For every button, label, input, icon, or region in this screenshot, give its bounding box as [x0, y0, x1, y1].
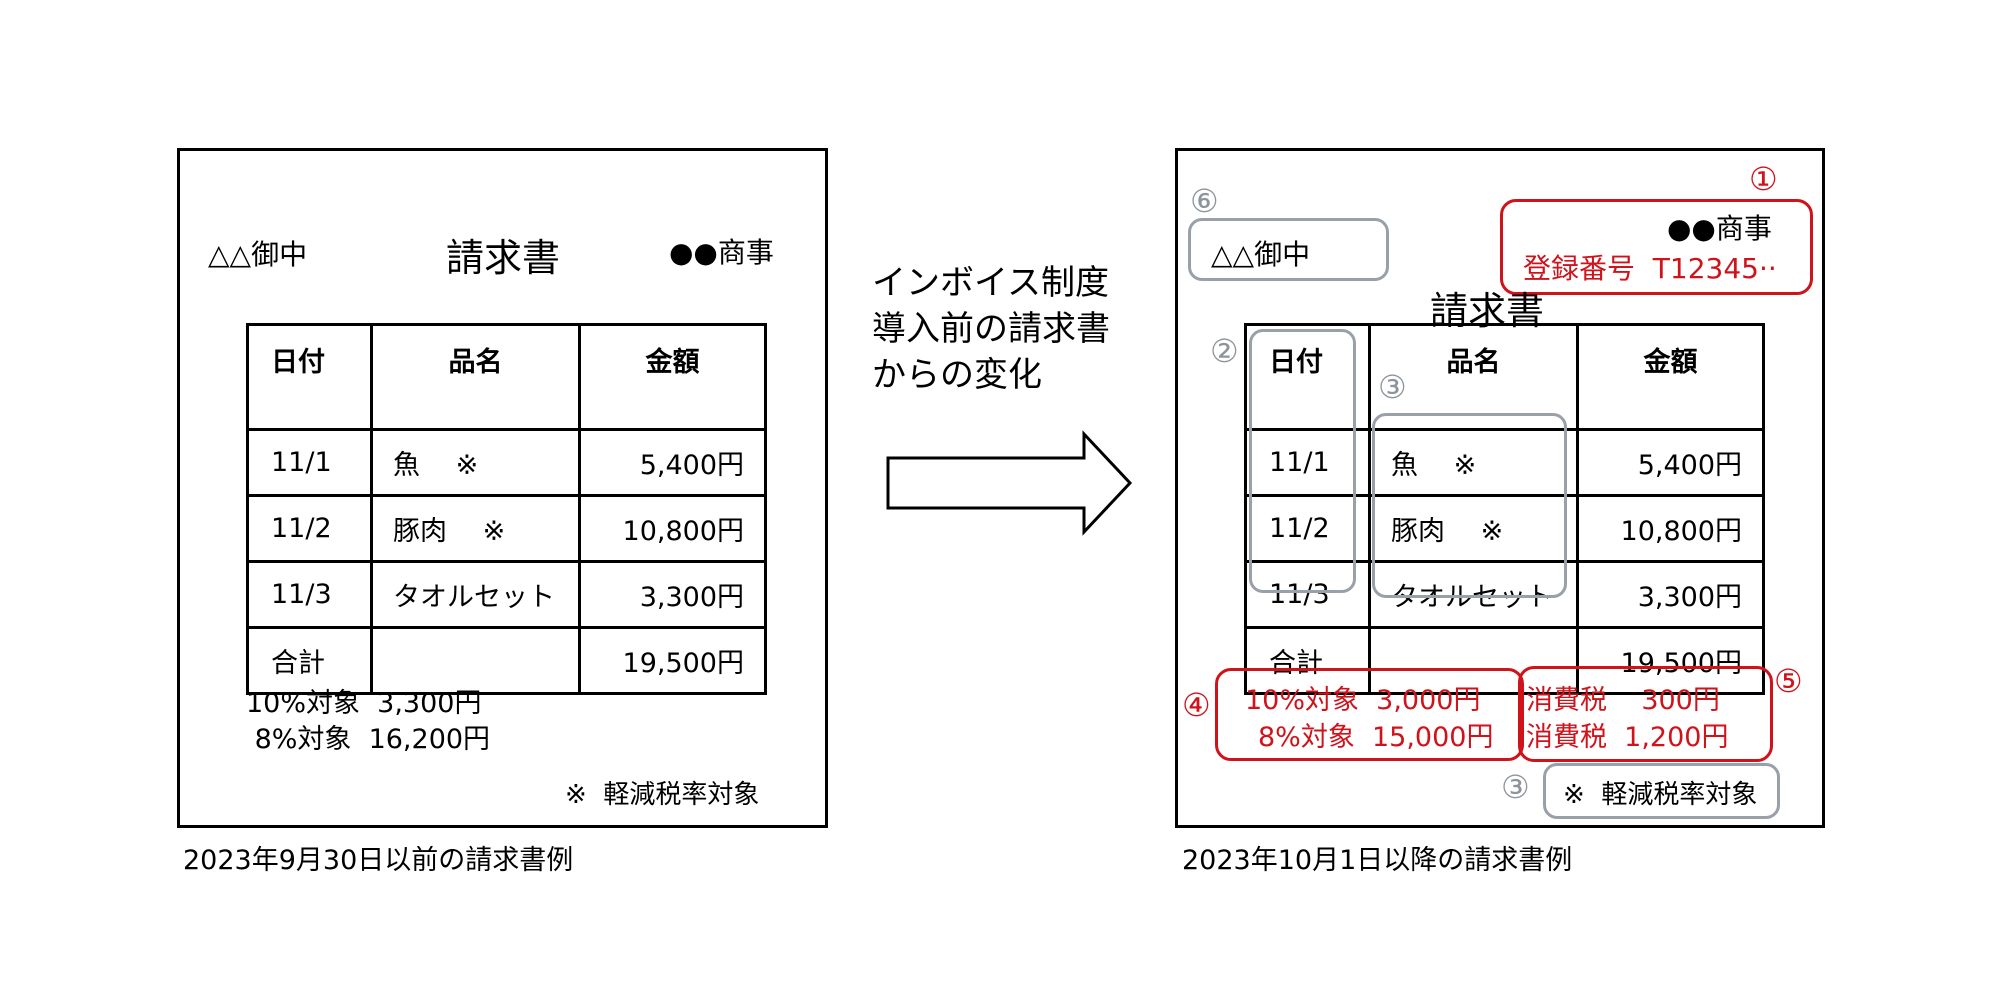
header-date: 日付	[1244, 323, 1371, 431]
invoice-after: ⑥ △△御中 ① ●●商事 登録番号 T12345·· 請求書 日付 品名 金額…	[1175, 148, 1825, 828]
cell-amount: 10,800円	[1576, 494, 1765, 563]
item-column-highlight	[1372, 413, 1567, 598]
cell-total-amount: 19,500円	[1576, 626, 1765, 695]
before-issuer: ●●商事	[669, 236, 774, 269]
after-recipient: △△御中	[1211, 238, 1311, 271]
cell-item	[1368, 626, 1579, 695]
table-row: 11/2 豚肉 ※ 10,800円	[246, 494, 767, 563]
marker-4: ④	[1182, 686, 1211, 724]
marker-5: ⑤	[1774, 662, 1803, 700]
marker-6: ⑥	[1190, 182, 1219, 220]
arrow-label-line: からの変化	[872, 355, 1042, 395]
cell-amount: 3,300円	[1576, 560, 1765, 629]
before-table: 日付 品名 金額 11/1 魚 ※ 5,400円 11/2 豚肉 ※ 10,80…	[246, 323, 767, 695]
table-row: 11/1 魚 ※ 5,400円	[246, 428, 767, 497]
footnote-highlight	[1543, 763, 1780, 819]
header-amount: 金額	[1576, 323, 1765, 431]
cell-date: 11/3	[1244, 560, 1371, 629]
table-row: 11/1 魚 ※ 5,400円	[1244, 428, 1765, 497]
right-arrow-icon	[886, 430, 1133, 536]
cell-item: 豚肉 ※	[1368, 494, 1579, 563]
header-date: 日付	[246, 323, 373, 431]
after-tax-amount-10: 消費税 300円	[1526, 685, 1720, 716]
cell-total-label: 合計	[1244, 626, 1371, 695]
before-tax-10: 10%対象 3,300円	[246, 688, 482, 719]
table-header-row: 日付 品名 金額	[246, 323, 767, 431]
tax-target-highlight	[1215, 668, 1524, 761]
after-tax-target-8: 8%対象 15,000円	[1258, 722, 1494, 753]
arrow-label: インボイス制度 導入前の請求書 からの変化	[872, 260, 1110, 398]
after-tax-target-10: 10%対象 3,000円	[1245, 685, 1481, 716]
header-item: 品名	[370, 323, 581, 431]
tax-amount-highlight	[1518, 666, 1773, 762]
marker-3-footnote: ③	[1501, 768, 1530, 806]
marker-1: ①	[1749, 160, 1778, 198]
cell-item: 魚 ※	[1368, 428, 1579, 497]
cell-item: 魚 ※	[370, 428, 581, 497]
cell-date: 11/2	[246, 494, 373, 563]
after-caption: 2023年10月1日以降の請求書例	[1182, 845, 1573, 876]
after-tax-amount-8: 消費税 1,200円	[1526, 722, 1729, 753]
table-row: 合計 19,500円	[1244, 626, 1765, 695]
cell-date: 11/3	[246, 560, 373, 629]
cell-amount: 5,400円	[578, 428, 767, 497]
cell-item: 豚肉 ※	[370, 494, 581, 563]
marker-2: ②	[1210, 332, 1239, 370]
table-header-row: 日付 品名 金額	[1244, 323, 1765, 431]
invoice-before: △△御中 請求書 ●●商事 日付 品名 金額 11/1 魚 ※ 5,400円 1…	[177, 148, 828, 828]
cell-amount: 10,800円	[578, 494, 767, 563]
recipient-highlight	[1188, 218, 1389, 281]
before-recipient: △△御中	[208, 238, 308, 271]
header-amount: 金額	[578, 323, 767, 431]
cell-item	[370, 626, 581, 695]
after-issuer: ●●商事	[1667, 212, 1772, 245]
arrow-label-line: インボイス制度	[872, 263, 1109, 303]
before-caption: 2023年9月30日以前の請求書例	[183, 845, 574, 876]
issuer-highlight	[1500, 199, 1813, 295]
arrow-label-line: 導入前の請求書	[872, 309, 1110, 349]
cell-item: タオルセット	[370, 560, 581, 629]
cell-date: 11/1	[1244, 428, 1371, 497]
cell-date: 11/2	[1244, 494, 1371, 563]
before-footnote: ※ 軽減税率対象	[565, 780, 760, 810]
table-row: 11/3 タオルセット 3,300円	[1244, 560, 1765, 629]
cell-amount: 3,300円	[578, 560, 767, 629]
table-row: 11/2 豚肉 ※ 10,800円	[1244, 494, 1765, 563]
before-tax-8: 8%対象 16,200円	[246, 724, 491, 755]
before-title: 請求書	[446, 236, 561, 280]
marker-3: ③	[1378, 368, 1407, 406]
after-footnote: ※ 軽減税率対象	[1563, 780, 1758, 810]
cell-total-label: 合計	[246, 626, 373, 695]
cell-total-amount: 19,500円	[578, 626, 767, 695]
table-row: 11/3 タオルセット 3,300円	[246, 560, 767, 629]
after-table: 日付 品名 金額 11/1 魚 ※ 5,400円 11/2 豚肉 ※ 10,80…	[1244, 323, 1765, 695]
table-row: 合計 19,500円	[246, 626, 767, 695]
date-column-highlight	[1249, 329, 1356, 593]
cell-amount: 5,400円	[1576, 428, 1765, 497]
after-registration: 登録番号 T12345··	[1523, 252, 1777, 285]
cell-date: 11/1	[246, 428, 373, 497]
